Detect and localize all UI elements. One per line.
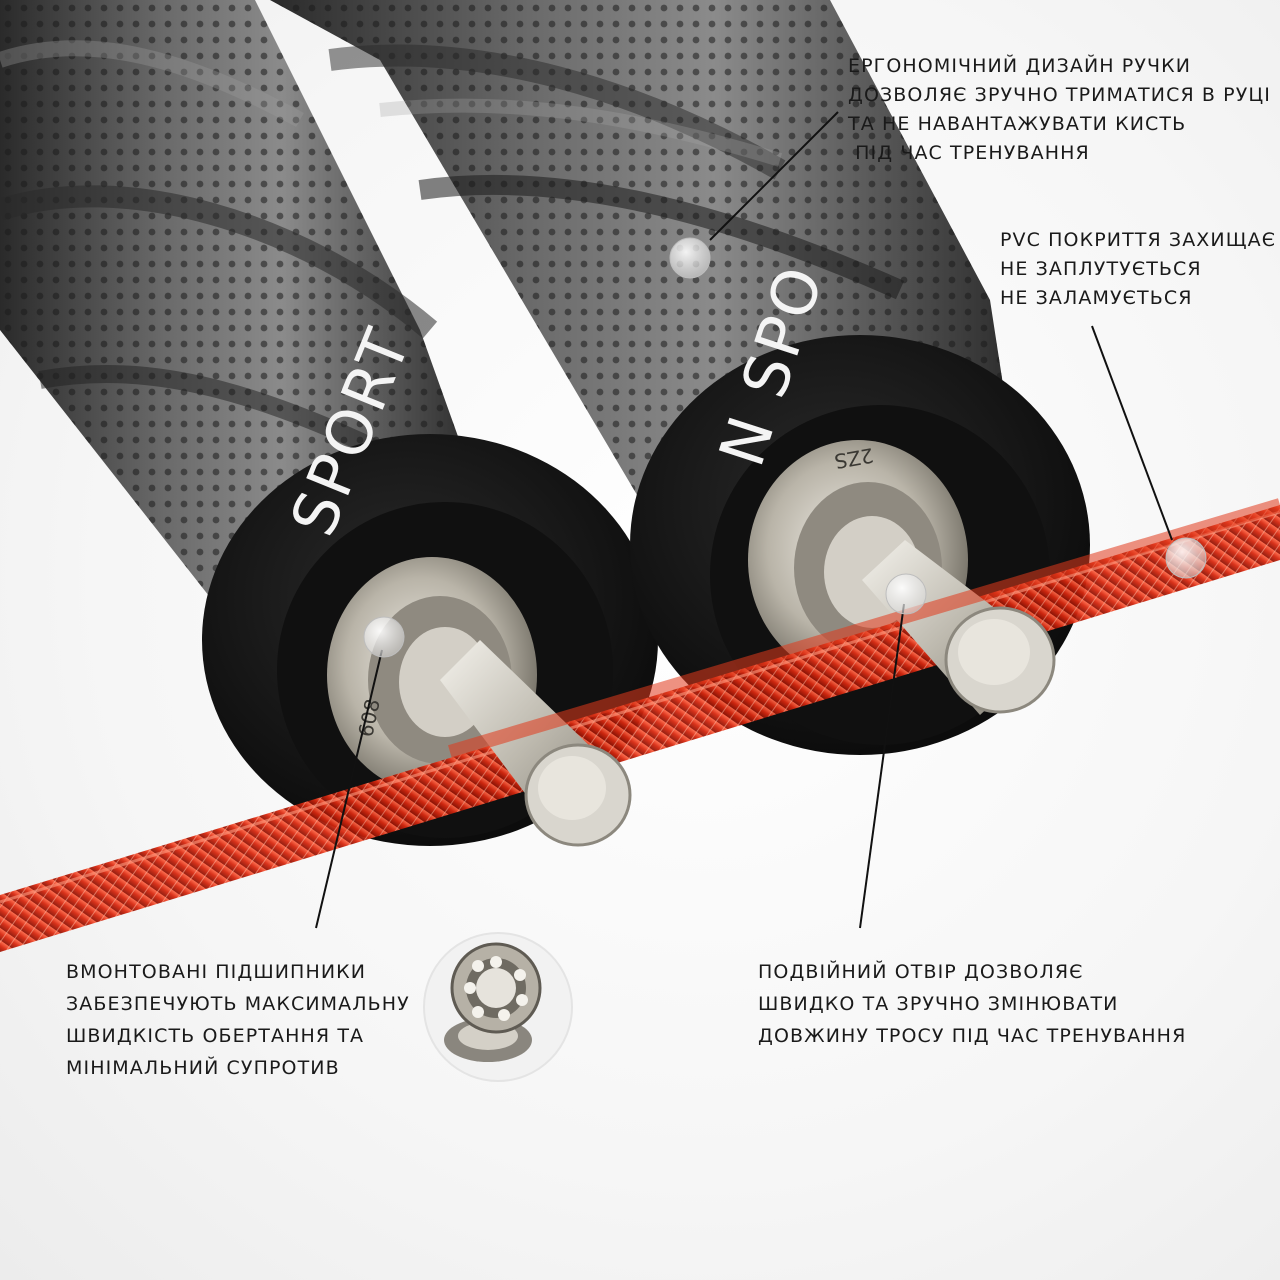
callout-line: не заламується [1000, 287, 1193, 309]
callout-line: не заплутується [1000, 258, 1202, 280]
marker-dot-grip [669, 237, 711, 279]
callout-line: Вмонтовані підшипники [66, 961, 367, 983]
callout-line: швидко та зручно змінювати [758, 993, 1119, 1015]
callout-line: дозволяє зручно триматися в руці [848, 84, 1271, 106]
marker-dot-cable [1165, 537, 1207, 579]
callout-bearings: Вмонтовані підшипники забезпечують макси… [66, 956, 410, 1084]
callout-line: мінімальний супротив [66, 1057, 340, 1079]
callout-double-hole: Подвійний отвір дозволяє швидко та зручн… [758, 956, 1186, 1052]
callout-line: під час тренування [848, 142, 1090, 164]
callout-line: довжину тросу під час тренування [758, 1025, 1187, 1047]
pointer-lines [315, 111, 1173, 929]
callout-line: та не навантажувати кисть [848, 113, 1187, 135]
callout-line: Ергономічний дизайн ручки [848, 55, 1192, 77]
cable-front-strand [448, 498, 1280, 759]
callout-line: забезпечують максимальну [66, 993, 410, 1015]
callout-line: PVC покриття захищає [1000, 229, 1277, 251]
callout-pvc-coating: PVC покриття захищає не заплутується не … [1000, 226, 1276, 313]
pointer-ergonomic [709, 111, 839, 241]
left-pin [440, 640, 632, 847]
marker-dot-hole [885, 573, 927, 615]
pointer-double-hole [859, 603, 905, 929]
callout-ergonomic-design: Ергономічний дизайн ручки дозволяє зручн… [848, 52, 1271, 168]
marker-dot-bearing [363, 616, 405, 658]
pointer-bearings [315, 649, 383, 929]
bearing-illustration [423, 932, 573, 1082]
callout-line: Подвійний отвір дозволяє [758, 961, 1084, 983]
pointer-pvc [1091, 325, 1173, 541]
callout-line: швидкість обертання та [66, 1025, 365, 1047]
